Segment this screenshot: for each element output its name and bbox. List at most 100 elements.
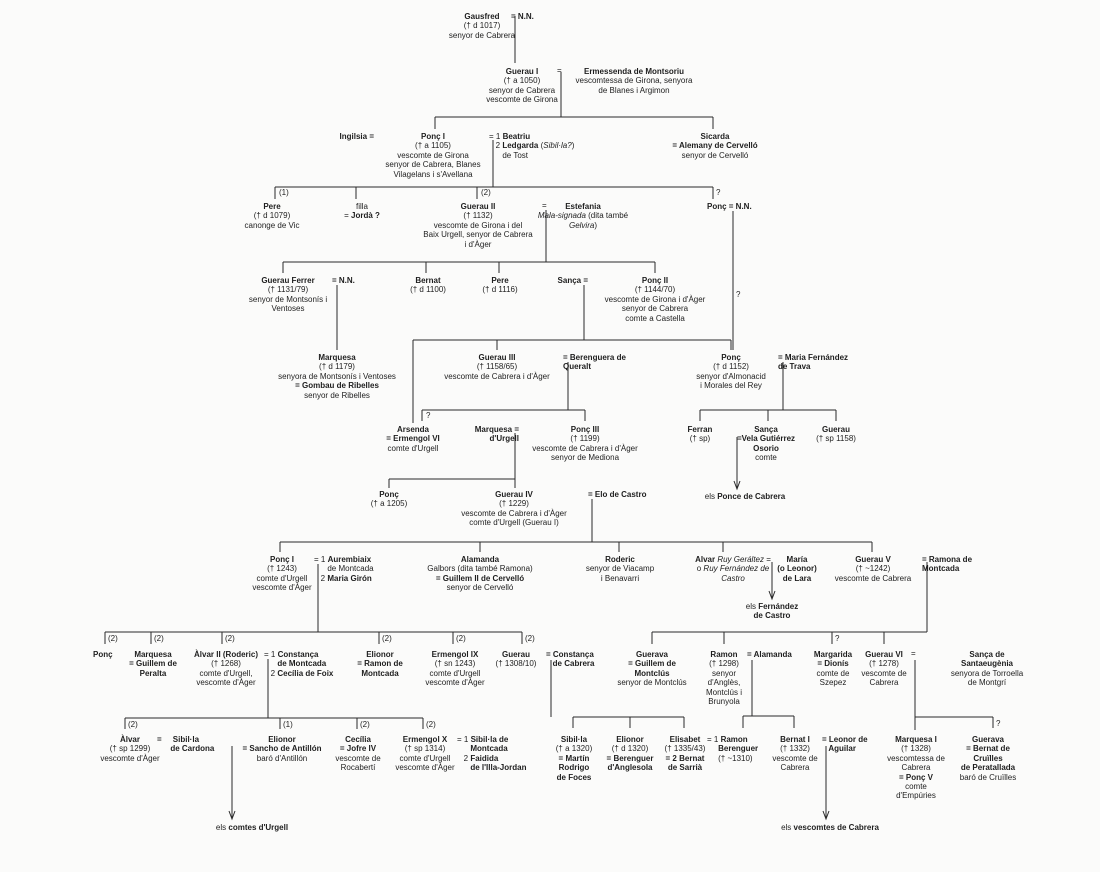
name-text: Ponç: [93, 650, 113, 659]
person-line: Ponç I: [252, 555, 311, 564]
person-guerau2: Guerau II(† 1132)vescomte de Girona i de…: [423, 202, 532, 249]
person-line: vescomte de: [861, 669, 906, 678]
person-ponc1b-sp: = 1 Aurembiaix de Montcada 2 Maria Girón: [314, 555, 374, 583]
name-text: Ramon: [720, 735, 748, 744]
person-line: Arsenda: [386, 425, 440, 434]
person-line: vescomtessa de: [887, 754, 945, 763]
person-line: Guerau V: [835, 555, 911, 564]
text: = 1: [457, 735, 471, 744]
marriage-marker-q_guerava: ?: [996, 719, 1000, 728]
person-line: (2): [225, 634, 235, 643]
marriage-marker-m_ger: (2): [525, 634, 535, 643]
person-ermengol10-sp: = 1 Sibil·la de Montcada 2 Faidida de l'…: [457, 735, 526, 773]
person-line: = 1 Beatriu: [489, 132, 574, 141]
text: els: [781, 823, 794, 832]
name-text: Bernat: [415, 276, 441, 285]
text: =: [344, 211, 351, 221]
text: senyora de Torroella: [950, 668, 1024, 678]
marriage-marker-q_ponc: ?: [716, 188, 720, 197]
person-line: i d'Àger: [423, 240, 532, 249]
name-text: Ponç: [721, 353, 741, 362]
alias-text: Castro: [721, 573, 745, 583]
name-text: Ponç III: [570, 425, 600, 434]
text: († sp 1158): [816, 434, 856, 444]
text: i Benavarri: [600, 573, 640, 583]
person-line: († 1332): [772, 744, 817, 753]
person-line: d'Empúries: [887, 791, 945, 800]
text: († d 1179): [319, 362, 355, 372]
person-ingilsia: Ingilsia =: [340, 132, 374, 141]
person-line: de Tost: [489, 151, 574, 160]
text: ?: [736, 290, 741, 299]
name-text: Berenguer: [707, 744, 759, 754]
person-line: (2): [525, 634, 535, 643]
person-line: († 1268): [194, 659, 258, 668]
person-line: (1): [283, 720, 293, 729]
person-line: (2): [154, 634, 164, 643]
person-line: = 1 Ramon: [707, 735, 758, 744]
person-line: vescomte de Girona i del: [423, 221, 532, 230]
person-gferrer-sp: = N.N.: [332, 276, 355, 285]
person-line: = 1 Constança: [264, 650, 333, 659]
name-text: de Trava: [778, 362, 811, 372]
text: († 1243): [267, 564, 297, 574]
person-line: Ermengol IX: [425, 650, 484, 659]
text: (2): [382, 634, 392, 643]
name-text: Ledgarda: [502, 141, 539, 151]
person-line: Queralt: [563, 362, 626, 371]
person-alamanda2: = Alamanda: [747, 650, 792, 659]
person-ponc-1205: Ponç(† a 1205): [371, 490, 407, 509]
person-line: = Sibil·la: [157, 735, 214, 744]
person-line: Guerau IV: [461, 490, 567, 499]
person-line: Cabrera: [861, 678, 906, 687]
person-line: de Trava: [778, 362, 848, 371]
text: (2): [225, 634, 235, 643]
text: vescomtessa de: [887, 753, 945, 763]
text: († a 1105): [415, 141, 451, 151]
arrow-down-icon: [768, 590, 776, 601]
name-text: Cecília de Foix: [277, 668, 334, 678]
person-line: († 1132): [423, 211, 532, 220]
person-leonor: = Leonor de Aguilar: [822, 735, 868, 754]
name-text: Bernat I: [780, 735, 810, 744]
text: († d 1079): [253, 211, 291, 221]
text: vescomte d'Àger: [196, 678, 256, 688]
name-text: Gausfred: [464, 12, 500, 21]
person-line: (2): [456, 634, 466, 643]
text: = 1: [264, 650, 278, 659]
person-line: († sn 1243): [425, 659, 484, 668]
person-line: comte d'Urgell: [252, 574, 311, 583]
name-text: Guerau I: [505, 67, 539, 76]
text: 2: [457, 753, 471, 763]
text: els: [745, 602, 759, 611]
name-text: Estefania: [565, 202, 601, 211]
text: († ~1310): [707, 753, 753, 763]
text: =: [911, 649, 916, 658]
person-line: Guerau II: [423, 202, 532, 211]
person-line: Ramon: [706, 650, 742, 659]
person-line: senyor de Montclús: [617, 678, 686, 687]
alias-text: Ruy Fernández de: [703, 564, 770, 574]
person-line: Ponç I: [385, 132, 480, 141]
person-marquesa-urgell: Marquesa =d'Urgell: [475, 425, 519, 444]
text: Cabrera: [780, 763, 810, 773]
person-line: de Foces: [556, 773, 592, 782]
name-text: de Lara: [782, 573, 812, 583]
person-line: Pere: [482, 276, 517, 285]
text: (2): [360, 720, 370, 729]
text: (2): [108, 634, 118, 643]
person-ponce-cabrera: els Ponce de Cabrera: [705, 492, 785, 501]
text: vescomte de: [861, 668, 907, 678]
person-elo: = Elo de Castro: [588, 490, 646, 499]
person-line: = Leonor de: [822, 735, 868, 744]
person-line: 2 Maria Girón: [314, 574, 374, 583]
name-text: = Alamanda: [747, 650, 792, 659]
name-text: Ponç I: [420, 132, 446, 141]
marriage-marker-q_arsenda: ?: [426, 411, 430, 420]
person-guerau5: Guerau V(† ~1242)vescomte de Cabrera: [835, 555, 911, 583]
